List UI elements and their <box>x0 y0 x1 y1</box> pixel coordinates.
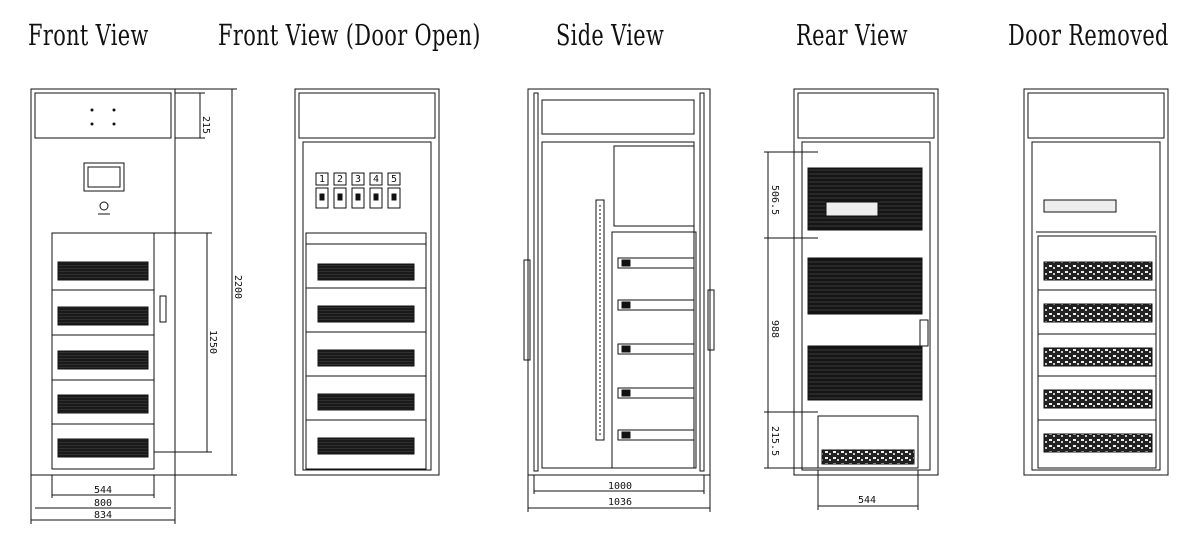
removed-cabinet-outline <box>1023 88 1169 476</box>
dim-front-total-height: 2200 <box>232 275 243 299</box>
dim-side-depth: 1000 <box>608 481 632 492</box>
open-cabinet-outline <box>294 88 440 476</box>
front-open-view <box>294 88 440 476</box>
side-modules <box>617 257 695 441</box>
open-modules <box>306 243 426 455</box>
removed-top-panel <box>1027 92 1165 139</box>
rear-terminal-block <box>825 201 879 217</box>
dim-rear-bottom-width: 544 <box>858 495 876 506</box>
rear-fan-upper <box>807 167 923 231</box>
side-top-panel <box>541 99 695 135</box>
removed-module-bay <box>1037 235 1157 469</box>
rear-view <box>764 88 939 510</box>
breaker-label-4: 4 <box>373 174 379 185</box>
dim-side-overall-depth: 1036 <box>608 497 632 508</box>
front-view-door-open-title: Front View (Door Open) <box>218 18 481 52</box>
dim-front-module-width: 544 <box>94 485 112 496</box>
dim-front-overall-width: 834 <box>94 510 112 521</box>
rear-fan-middle <box>807 257 923 315</box>
door-removed-view <box>1023 88 1169 476</box>
open-top-panel <box>298 92 436 139</box>
breaker-label-3: 3 <box>355 174 361 185</box>
front-view <box>30 88 237 524</box>
dim-front-module-height: 1250 <box>207 330 218 354</box>
front-cabinet-outline <box>30 88 176 476</box>
breaker-label-2: 2 <box>337 174 343 185</box>
dim-rear-fan-height: 506.5 <box>769 185 780 215</box>
open-module-bay <box>305 232 427 470</box>
dim-front-top-height: 215 <box>200 116 211 134</box>
dim-front-cabinet-width: 800 <box>94 498 112 509</box>
side-view <box>523 88 715 512</box>
breaker-row <box>315 172 401 209</box>
front-module-bay <box>51 232 155 470</box>
front-door-handle <box>159 295 167 323</box>
side-cabinet-outline <box>527 88 711 476</box>
removed-modules <box>1038 261 1156 453</box>
rear-door-handle <box>919 319 929 347</box>
side-view-title: Side View <box>556 18 665 52</box>
rear-view-title: Rear View <box>796 18 909 52</box>
breaker-label-5: 5 <box>391 174 397 185</box>
side-busbar <box>595 199 605 441</box>
side-module-bay <box>611 231 697 469</box>
front-modules <box>52 261 154 458</box>
door-removed-title: Door Removed <box>1008 18 1169 52</box>
rear-top-panel <box>797 92 935 139</box>
rear-bottom-panel <box>817 415 919 469</box>
dim-rear-gap-height: 988 <box>769 320 780 338</box>
power-button-icon <box>99 201 109 211</box>
rear-cabinet-outline <box>793 88 939 476</box>
rear-fan-lower <box>807 345 923 401</box>
hmi-screen <box>83 162 125 192</box>
front-top-panel <box>34 92 172 139</box>
dim-rear-bottom-height: 215.5 <box>769 426 780 456</box>
front-view-title: Front View <box>28 18 149 52</box>
breaker-label-1: 1 <box>319 174 325 185</box>
removed-terminal-block <box>1043 199 1117 213</box>
